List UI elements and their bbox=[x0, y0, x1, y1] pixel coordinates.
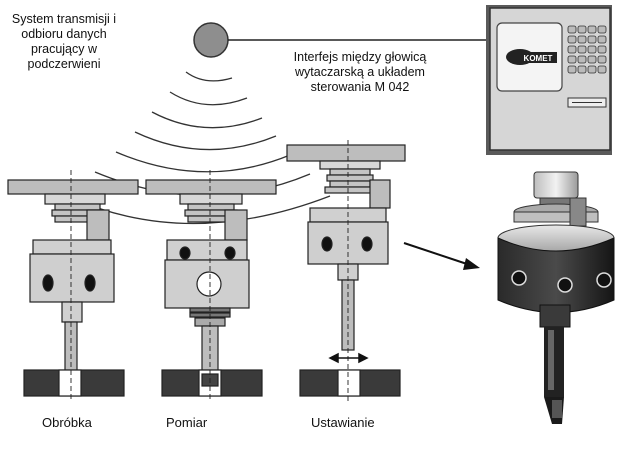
svg-text:KOMET: KOMET bbox=[524, 54, 553, 63]
pointer-arrow bbox=[403, 242, 480, 270]
adjust-arrow bbox=[328, 352, 369, 364]
tool-machining bbox=[7, 170, 139, 402]
caption-measuring: Pomiar bbox=[166, 415, 208, 430]
interface-label: Interfejs między głowicą wytaczarską a u… bbox=[293, 50, 427, 94]
caption-machining: Obróbka bbox=[42, 415, 92, 430]
control-unit: KOMET bbox=[486, 5, 612, 155]
ir-system-label: System transmisji i odbioru danych pracu… bbox=[11, 12, 117, 71]
tool-setting bbox=[286, 140, 406, 402]
tool-measuring bbox=[145, 170, 277, 402]
boring-head-photo bbox=[497, 171, 615, 424]
keypad bbox=[567, 25, 607, 74]
ir-sensor-icon bbox=[193, 22, 229, 58]
komet-logo: KOMET bbox=[506, 49, 557, 65]
caption-setting: Ustawianie bbox=[311, 415, 375, 430]
